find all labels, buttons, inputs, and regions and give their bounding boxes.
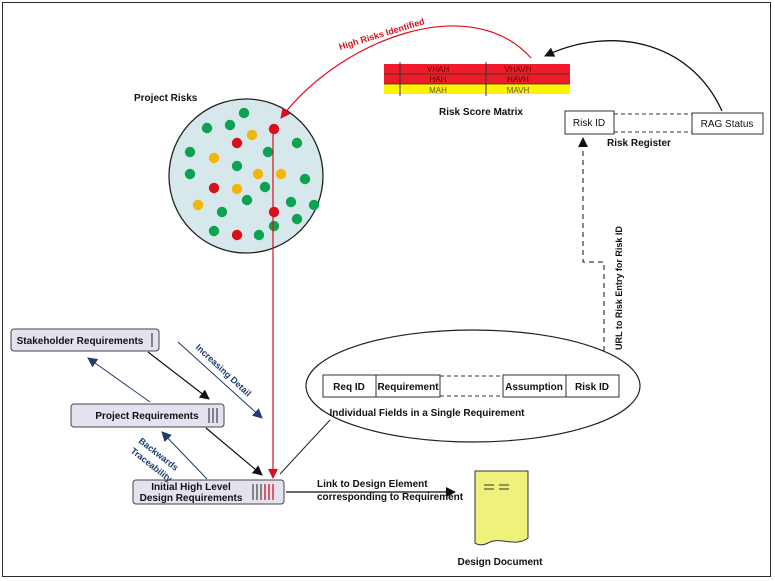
stakeholder-to-project-arrow (147, 351, 210, 400)
stakeholder-requirements-label: Stakeholder Requirements (17, 336, 144, 347)
matrix-row-h (384, 74, 570, 84)
requirement-fields-ellipse (305, 329, 641, 443)
risk-dot-green (241, 194, 253, 206)
risk-dot-green (184, 168, 196, 180)
risk-dot-green (224, 119, 236, 131)
requirement-fields: Req ID Requirement Assumption Risk ID (322, 374, 620, 398)
risk-dot-green (299, 173, 311, 185)
design-document-caption: Design Document (457, 557, 543, 568)
risk-dot-green (216, 206, 228, 218)
req-id-field: Req ID (333, 382, 365, 393)
design-document-icon (474, 470, 529, 546)
risk-id-field: Risk ID (575, 382, 609, 393)
risk-dots (184, 107, 320, 241)
backwards-trace-arrow-lower (161, 431, 208, 480)
design-requirements-box: Initial High Level Design Requirements (132, 479, 285, 505)
risk-dot-green (291, 213, 303, 225)
risk-register-caption: Risk Register (607, 138, 671, 149)
project-requirements-box: Project Requirements (70, 403, 225, 428)
url-to-risk-label: URL to Risk Entry for Risk ID (614, 226, 624, 350)
risk-dot-green (184, 146, 196, 158)
risk-dot-green (238, 107, 250, 119)
requirement-field: Requirement (377, 382, 439, 393)
link-label-line1: Link to Design Element (317, 479, 428, 490)
matrix-cell: MAVH (507, 86, 530, 95)
fields-caption: Individual Fields in a Single Requiremen… (329, 408, 525, 419)
risk-dot-green (262, 146, 274, 158)
stakeholder-requirements-box: Stakeholder Requirements (10, 328, 160, 352)
risk-dot-green (253, 229, 265, 241)
project-risks-title: Project Risks (134, 93, 198, 104)
risk-dot-amber (246, 129, 258, 141)
risk-dot-red (231, 229, 243, 241)
risk-dot-amber (208, 152, 220, 164)
matrix-cell: HAVH (507, 75, 529, 84)
risk-dot-amber (275, 168, 287, 180)
risk-dot-amber (231, 183, 243, 195)
design-requirements-line2: Design Requirements (140, 493, 243, 504)
risk-dot-red (231, 137, 243, 149)
matrix-row-m (384, 84, 570, 94)
ellipse-connector-line (279, 419, 331, 475)
risk-dot-red (268, 123, 280, 135)
rag-status-field: RAG Status (701, 119, 754, 130)
high-risks-label: High Risks Identified (338, 16, 426, 52)
risk-dot-amber (192, 199, 204, 211)
increasing-detail-label: Increasing Detail (194, 342, 254, 398)
risk-dot-amber (252, 168, 264, 180)
risk-dot-green (291, 137, 303, 149)
project-to-design-arrow (205, 427, 263, 476)
matrix-cell: VHAVH (505, 65, 532, 74)
risk-register: Risk ID RAG Status (564, 110, 764, 135)
assumption-field: Assumption (505, 382, 563, 393)
risk-score-matrix-caption: Risk Score Matrix (439, 107, 523, 118)
high-risks-arrow (280, 25, 532, 119)
risk-pool (168, 98, 324, 254)
project-requirements-label: Project Requirements (95, 411, 199, 422)
risk-dot-green (231, 160, 243, 172)
risk-dot-red (268, 206, 280, 218)
matrix-cell: HAH (430, 75, 447, 84)
risk-score-matrix: VHAH VHAVH HAH HAVH MAH MAVH (384, 62, 570, 96)
risk-dot-green (308, 199, 320, 211)
design-requirements-line1: Initial High Level (151, 482, 231, 493)
link-label-line2: corresponding to Requirement (317, 492, 464, 503)
risk-dot-green (259, 181, 271, 193)
risk-dot-red (208, 182, 220, 194)
risk-register-risk-id: Risk ID (573, 118, 605, 129)
risk-dot-green (208, 225, 220, 237)
increasing-detail-arrow (177, 341, 263, 419)
risk-dot-green (285, 196, 297, 208)
matrix-cell: VHAH (427, 65, 449, 74)
risk-dot-green (268, 220, 280, 232)
matrix-row-vh (384, 64, 570, 74)
url-to-risk-arrow (578, 137, 605, 378)
rag-to-matrix-arrow (544, 40, 723, 112)
backwards-trace-arrow-upper (87, 357, 151, 403)
risk-dot-green (201, 122, 213, 134)
matrix-cell: MAH (429, 86, 447, 95)
